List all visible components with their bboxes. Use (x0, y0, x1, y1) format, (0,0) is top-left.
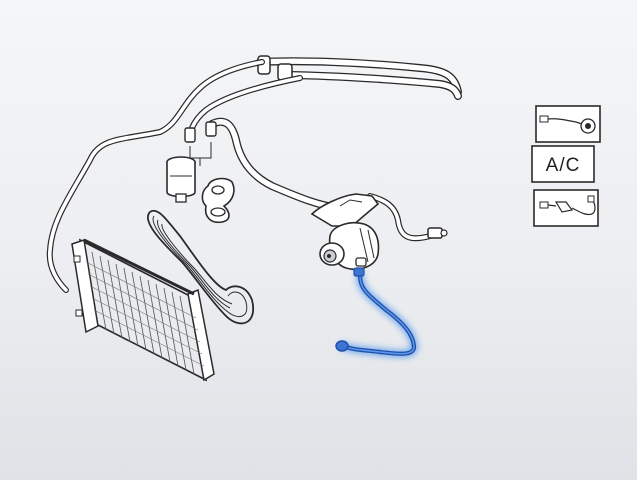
ac-label: A/C (546, 155, 581, 176)
temperature-sensor-icon (539, 195, 596, 216)
line-fittings[interactable] (184, 121, 217, 166)
upper-refrigerant-lines[interactable] (46, 55, 462, 293)
ac-label-box[interactable]: A/C (531, 145, 595, 183)
compressor-suction-line[interactable] (208, 117, 448, 242)
mounting-bracket[interactable] (201, 177, 235, 224)
ac-compressor[interactable] (310, 193, 380, 270)
ac-pressure-hose-highlighted[interactable] (335, 267, 419, 359)
drive-belt[interactable] (147, 209, 255, 325)
condenser[interactable] (71, 238, 215, 382)
pressure-sensor-icon (539, 115, 596, 134)
sensor-icon-box-top[interactable] (535, 105, 601, 143)
receiver-dryer[interactable] (166, 156, 196, 203)
sensor-icon-box-bottom[interactable] (533, 189, 599, 227)
